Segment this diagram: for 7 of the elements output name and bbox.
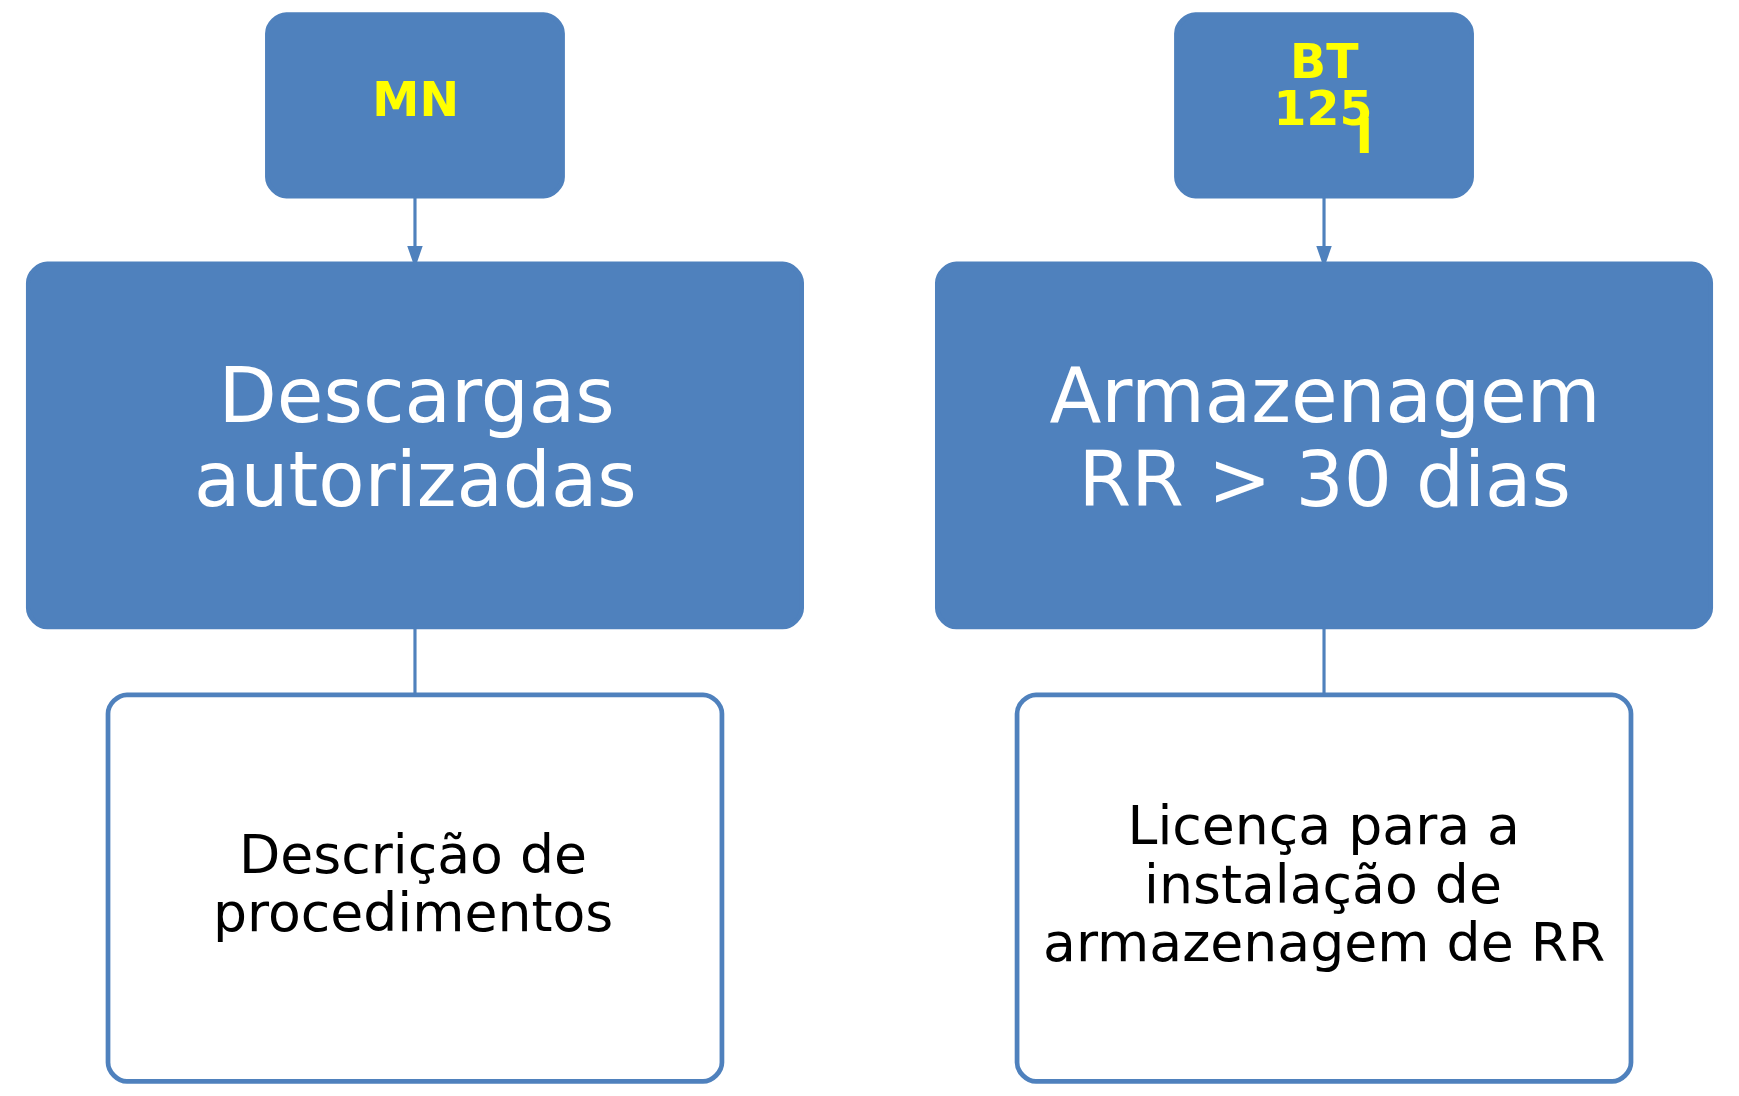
connector: [1322, 627, 1326, 695]
connector: [413, 627, 417, 695]
node-box: Licença para a instalação de armazenagem de RR: [1014, 692, 1634, 1084]
node-box: Armazenagem RR > 30 dias: [935, 261, 1714, 630]
node-box: Descrição de procedimentos: [105, 692, 725, 1084]
node-box: MN: [265, 12, 565, 199]
node-box: Descargas autorizadas: [25, 261, 804, 630]
